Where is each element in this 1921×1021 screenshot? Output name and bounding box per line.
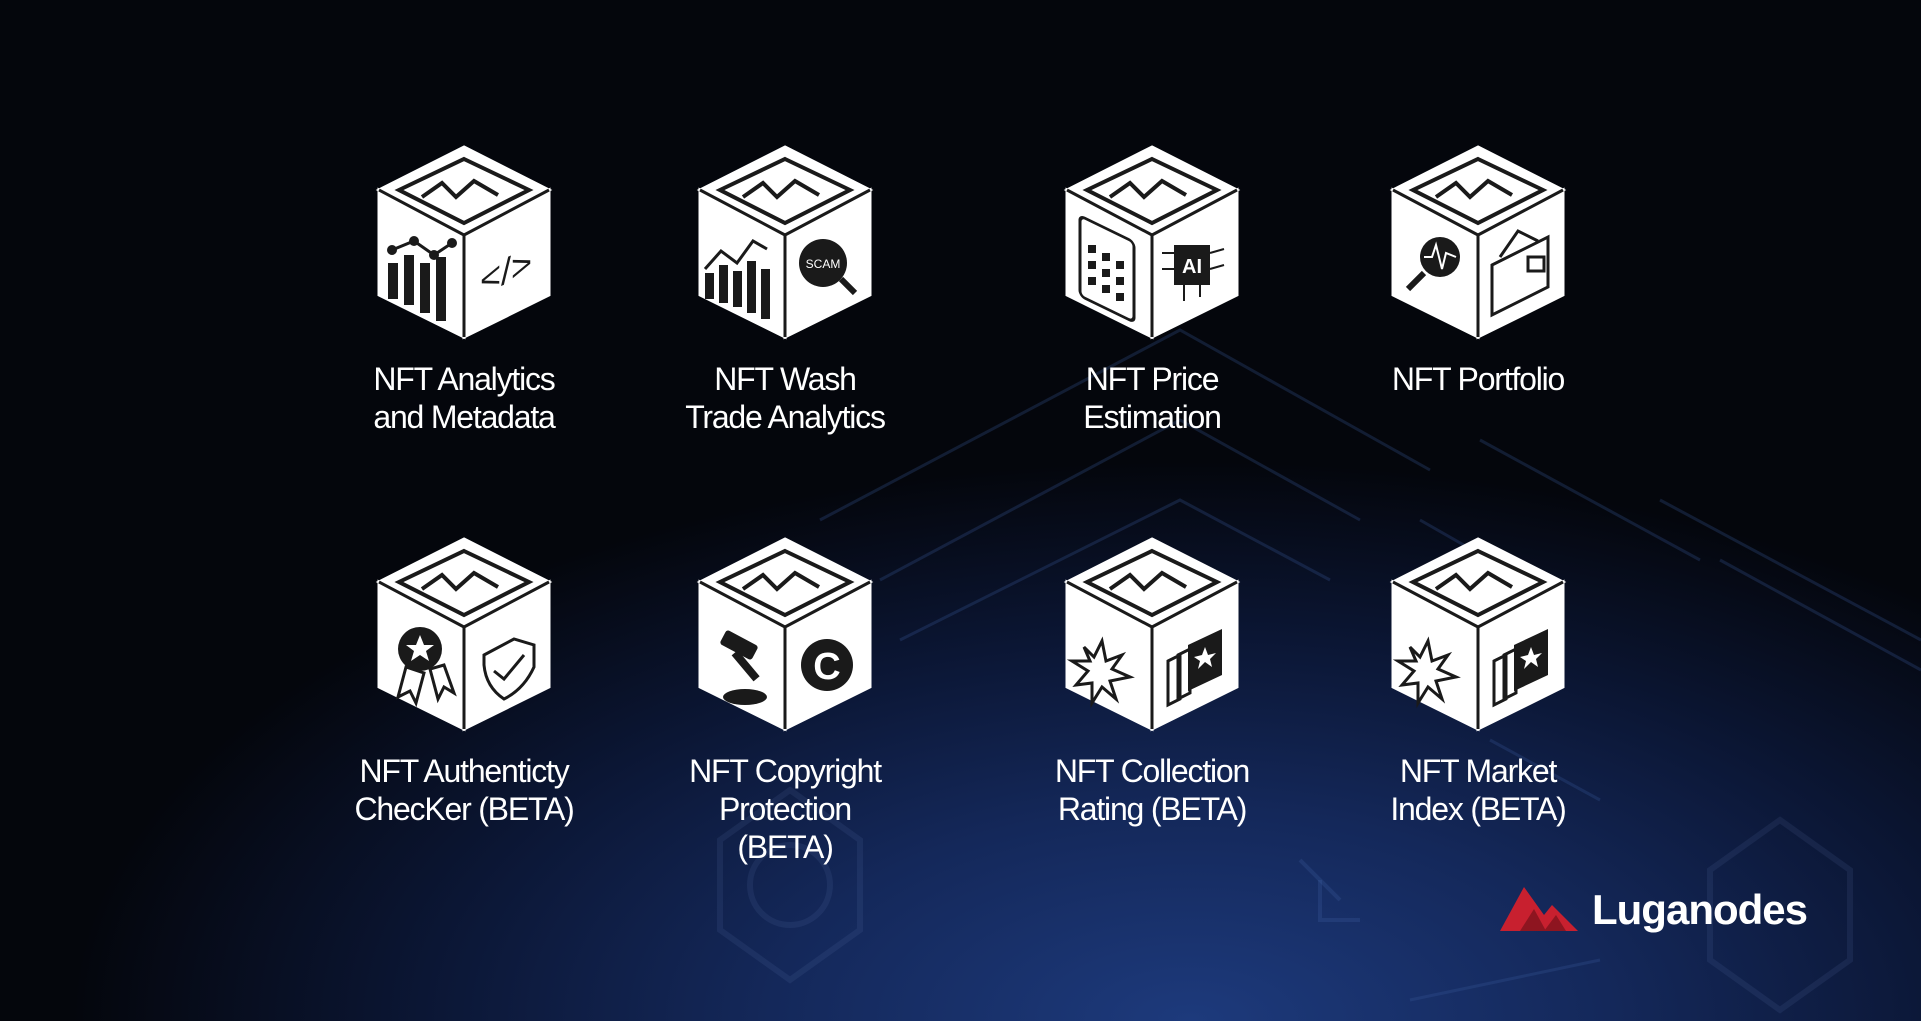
brand-name: Luganodes <box>1592 886 1808 933</box>
tile-nft-portfolio[interactable]: NFT Portfolio <box>1338 145 1618 398</box>
tile-label: NFT Copyright Protection (BETA) <box>645 752 925 866</box>
brand: Luganodes <box>1500 885 1808 935</box>
label-line: NFT Price <box>1085 361 1220 397</box>
tile-label: NFT Analytics and Metadata <box>324 360 604 436</box>
tile-label: NFT Price Estimation <box>1012 360 1292 436</box>
label-line: Rating (BETA) <box>1057 791 1248 827</box>
label-line: NFT Copyright <box>689 753 882 789</box>
nft-portfolio-cube-icon <box>1389 145 1567 340</box>
label-line: and Metadata <box>373 399 556 435</box>
label-line: NFT Collection <box>1054 753 1250 789</box>
label-line: NFT Wash <box>714 361 857 397</box>
label-line: (BETA) <box>737 829 834 865</box>
tile-nft-analytics[interactable]: </> NFT Analytics and Metadata <box>324 145 604 436</box>
tile-label: NFT Wash Trade Analytics <box>645 360 925 436</box>
tile-label: NFT Market Index (BETA) <box>1338 752 1618 828</box>
tile-nft-authenticity-checker[interactable]: NFT Authenticty ChecKer (BETA) <box>324 537 604 828</box>
tile-nft-collection-rating[interactable]: NFT Collection Rating (BETA) <box>1012 537 1292 828</box>
tile-label: NFT Portfolio <box>1338 360 1618 398</box>
tile-label: NFT Collection Rating (BETA) <box>1012 752 1292 828</box>
nft-market-index-cube-icon <box>1389 537 1567 732</box>
label-line: NFT Portfolio <box>1391 361 1566 397</box>
label-line: Estimation <box>1083 399 1222 435</box>
tile-label: NFT Authenticty ChecKer (BETA) <box>324 752 604 828</box>
label-line: ChecKer (BETA) <box>354 791 574 827</box>
svg-text:C: C <box>813 646 840 688</box>
nft-price-estimation-cube-icon: AI <box>1063 145 1241 340</box>
nft-authenticity-checker-cube-icon <box>375 537 553 732</box>
tile-nft-copyright-protection[interactable]: C NFT Copyright Protection (BETA) <box>645 537 925 866</box>
tile-nft-price-estimation[interactable]: AI NFT Price Estimation <box>1012 145 1292 436</box>
tile-nft-wash-trade[interactable]: SCAM NFT Wash Trade Analytics <box>645 145 925 436</box>
label-line: NFT Authenticty <box>359 753 569 789</box>
luganodes-logo-icon <box>1500 887 1578 931</box>
nft-collection-rating-cube-icon <box>1063 537 1241 732</box>
label-line: NFT Analytics <box>373 361 555 397</box>
tile-nft-market-index[interactable]: NFT Market Index (BETA) <box>1338 537 1618 828</box>
label-line: Trade Analytics <box>685 399 886 435</box>
nft-analytics-cube-icon: </> <box>375 145 553 340</box>
label-line: Protection <box>718 791 852 827</box>
svg-text:SCAM: SCAM <box>806 257 841 271</box>
label-line: Index (BETA) <box>1390 791 1566 827</box>
svg-text:AI: AI <box>1182 256 1202 278</box>
nft-wash-trade-cube-icon: SCAM <box>696 145 874 340</box>
nft-copyright-protection-cube-icon: C <box>696 537 874 732</box>
label-line: NFT Market <box>1399 753 1558 789</box>
